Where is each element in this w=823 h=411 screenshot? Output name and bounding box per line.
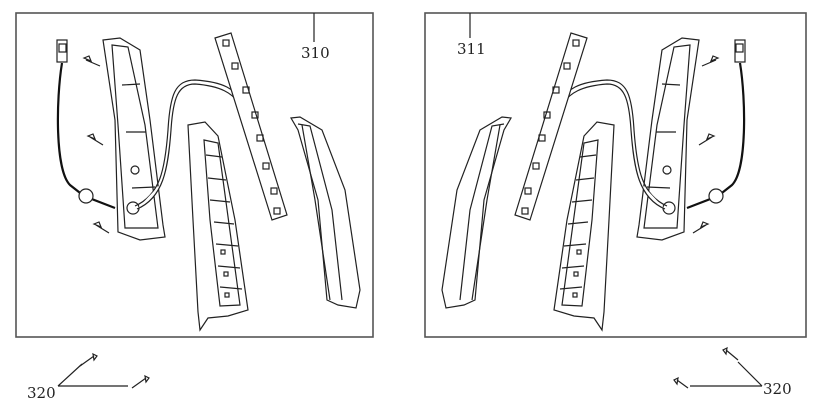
leader-320-left: [57, 363, 128, 387]
right-light-assembly: [440, 31, 747, 332]
label-320-right: 320: [763, 380, 792, 398]
label-310: 310: [301, 44, 330, 62]
screw-icon: [79, 346, 739, 389]
label-320-left: 320: [27, 384, 56, 402]
label-311: 311: [457, 40, 486, 58]
left-light-assembly: [55, 31, 362, 332]
leader-320-right: [690, 361, 763, 387]
right-panel-frame: [424, 12, 807, 338]
left-panel-frame: [15, 12, 374, 338]
